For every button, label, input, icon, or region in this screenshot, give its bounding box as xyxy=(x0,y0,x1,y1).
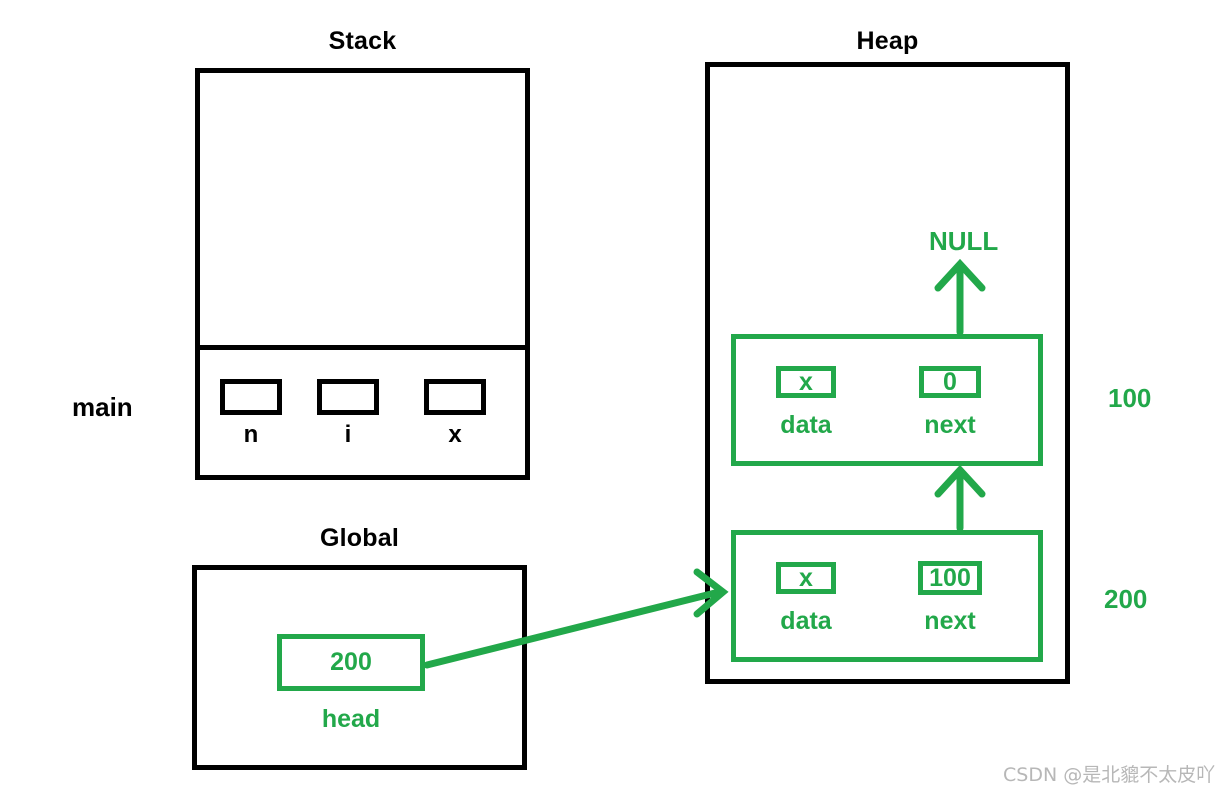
global-head-label: head xyxy=(321,705,381,733)
global-title: Global xyxy=(320,524,399,552)
stack-variable-box-x[interactable] xyxy=(424,379,486,415)
heap-node-100-next-label: next xyxy=(924,411,976,439)
global-head-value: 200 xyxy=(330,648,372,676)
stack-title: Stack xyxy=(328,27,397,55)
heap-node-200-data-label: data xyxy=(780,607,832,635)
heap-node-200-data-value: x xyxy=(799,563,813,592)
heap-null-label: NULL xyxy=(929,226,999,256)
heap-node-200-next-label: next xyxy=(924,607,976,635)
heap-node-100-data-value: x xyxy=(799,367,813,396)
heap-node-200-next-value: 100 xyxy=(929,563,971,592)
stack-frame-divider xyxy=(195,345,530,350)
watermark-text: CSDN @是北貔不太皮吖 xyxy=(1003,764,1216,786)
heap-node-100-next-box[interactable]: 0 xyxy=(919,366,981,398)
heap-node-100-data-label: data xyxy=(780,411,832,439)
heap-node-100-address: 100 xyxy=(1108,383,1152,413)
stack-variable-box-n[interactable] xyxy=(220,379,282,415)
heap-node-100-next-value: 0 xyxy=(943,367,957,396)
stack-variable-label-n: n xyxy=(243,421,259,448)
heap-node-200-address: 200 xyxy=(1104,584,1148,614)
heap-node-200-next-box[interactable]: 100 xyxy=(918,561,982,595)
global-head-box[interactable]: 200 xyxy=(277,634,425,691)
stack-variable-label-x: x xyxy=(448,421,462,448)
heap-node-200-data-box[interactable]: x xyxy=(776,562,836,594)
stack-variable-label-i: i xyxy=(344,421,352,448)
heap-title: Heap xyxy=(856,27,919,55)
heap-node-100-data-box[interactable]: x xyxy=(776,366,836,398)
stack-variable-box-i[interactable] xyxy=(317,379,379,415)
stack-frame-label-main: main xyxy=(72,392,133,422)
stack-region xyxy=(195,68,530,480)
heap-node-200 xyxy=(731,530,1043,662)
heap-node-100 xyxy=(731,334,1043,466)
